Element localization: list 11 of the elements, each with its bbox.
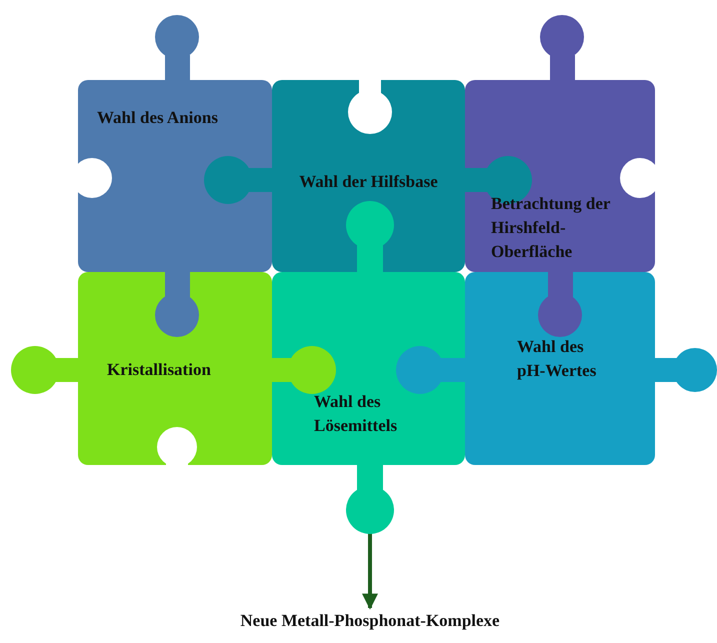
piece-label: Kristallisation: [107, 359, 212, 381]
piece-label: Betrachtung der Hirshfeld-Oberfläche: [491, 193, 612, 263]
puzzle-piece: [465, 80, 655, 272]
puzzle-piece: [465, 272, 655, 465]
result-text: Neue Metall-Phosphonat-Komplexe: [190, 608, 550, 634]
piece-label: Wahl des Anions: [97, 107, 219, 129]
puzzle-piece: [78, 80, 272, 272]
puzzle-piece: [78, 272, 272, 465]
piece-label: Wahl des Lösemittels: [314, 391, 398, 437]
piece-label: Wahl des pH-Wertes: [517, 336, 598, 382]
piece-label: Wahl der Hilfsbase: [298, 171, 439, 193]
